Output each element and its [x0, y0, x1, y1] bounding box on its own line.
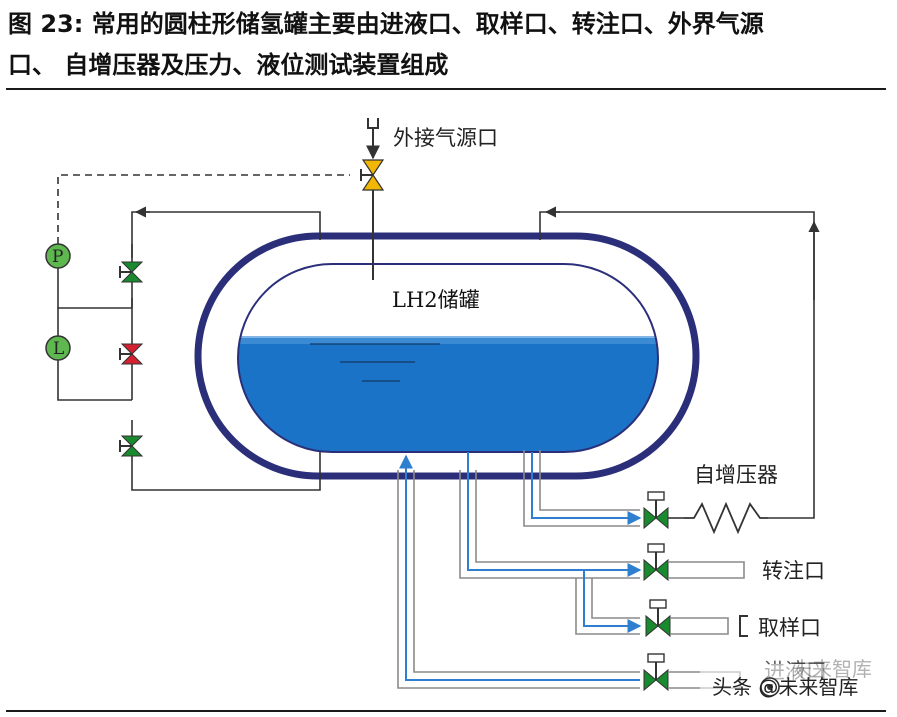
level-gauge-label: L	[53, 339, 64, 359]
tank-label: LH2储罐	[392, 288, 480, 312]
pressure-gauge-label: P	[52, 247, 63, 267]
tank-inner-vessel	[237, 263, 659, 453]
sampling-port-label: 取样口	[758, 616, 821, 640]
watermark: 未来智库 头条 @未来智库	[700, 657, 886, 706]
watermark-text: 头条 @未来智库	[712, 675, 858, 699]
sampling-valve-icon	[645, 599, 748, 638]
gauge-valve-middle-icon	[119, 343, 144, 365]
level-gauge: L	[45, 335, 71, 361]
external-gas-inlet: 外接气源口	[360, 118, 498, 280]
figure-title-line-1: 图 23: 常用的圆柱形储氢罐主要由进液口、取样口、转注口、外界气源	[8, 10, 764, 38]
gas-inlet-fitting-icon	[367, 118, 379, 150]
pressure-gauge: P	[45, 243, 71, 269]
gas-inlet-valve-icon	[360, 159, 385, 191]
pressurizer-valve-icon	[643, 491, 684, 530]
transfer-port-label: 转注口	[762, 559, 825, 583]
liquid-level-lines	[310, 343, 440, 382]
bottom-rule	[6, 710, 886, 712]
self-pressurizer-loop: 自增压器	[539, 206, 820, 535]
pressurizer-coil-icon	[684, 501, 768, 535]
watermark-logo-icon	[760, 677, 780, 697]
bottom-piping	[397, 450, 640, 689]
top-rule	[6, 88, 886, 90]
figure-title-line-2: 口、 自增压器及压力、液位测试装置组成	[8, 51, 449, 79]
watermark-faint-text: 未来智库	[792, 657, 872, 681]
figure-title: 图 23: 常用的圆柱形储氢罐主要由进液口、取样口、转注口、外界气源 口、 自增…	[8, 4, 888, 86]
flow-arrows	[399, 452, 642, 681]
transfer-valve-icon	[643, 543, 745, 582]
liquid-hydrogen	[238, 336, 658, 452]
external-gas-inlet-label: 外接气源口	[393, 126, 498, 150]
gauge-valve-top-icon	[119, 261, 144, 283]
self-pressurizer-label: 自增压器	[694, 463, 778, 487]
gauge-valve-bottom-icon	[119, 435, 144, 457]
sampling-port-fitting-icon	[739, 615, 748, 637]
lh2-tank: LH2储罐	[194, 232, 700, 480]
